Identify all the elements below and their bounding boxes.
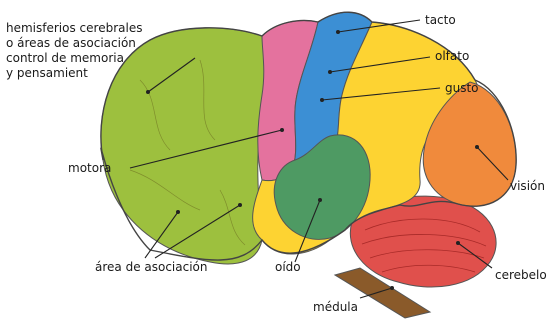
label-hemispheres-line2: o áreas de asociación — [6, 36, 136, 50]
label-cerebelo: cerebelo — [495, 268, 547, 282]
association-region — [101, 28, 267, 264]
label-olfato: olfato — [435, 49, 469, 63]
label-hemispheres-line4: y pensamient — [6, 66, 88, 80]
label-vision: visión — [510, 179, 545, 193]
label-medula: médula — [313, 300, 358, 314]
label-hemispheres-line1: hemisferios cerebrales — [6, 21, 142, 35]
label-oido: oído — [275, 260, 301, 274]
label-hemispheres-line3: control de memoria — [6, 51, 124, 65]
label-motora: motora — [68, 161, 111, 175]
label-area-asociacion: área de asociación — [95, 260, 208, 274]
label-tacto: tacto — [425, 13, 456, 27]
label-gusto: gusto — [445, 81, 479, 95]
